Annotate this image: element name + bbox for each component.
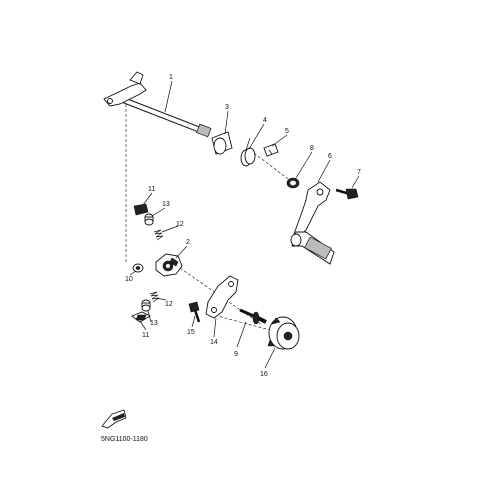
torsion-spring — [240, 137, 256, 167]
callout-4: 4 — [263, 117, 267, 124]
stopper-plate — [205, 275, 239, 319]
segment-bolt — [239, 308, 267, 325]
drawing-code: 5NG1100-1180 — [101, 436, 148, 443]
callout-16: 16 — [260, 371, 268, 378]
callout-1: 1 — [169, 74, 173, 81]
shift-shaft — [103, 71, 212, 138]
pedal-bolt — [335, 188, 359, 200]
clip-lower — [131, 311, 151, 323]
stopper-bolt — [188, 301, 201, 323]
callout-2: 2 — [186, 239, 190, 246]
roller-lower — [141, 299, 151, 312]
clip-upper — [133, 203, 149, 216]
callout-8: 8 — [310, 145, 314, 152]
collar — [211, 131, 233, 155]
spring-lower — [149, 291, 160, 303]
washer — [132, 263, 144, 273]
callout-11-lower: 11 — [142, 332, 149, 339]
front-arrow-icon — [101, 409, 127, 429]
callout-10: 10 — [125, 276, 133, 283]
callout-6: 6 — [328, 153, 332, 160]
callout-12-upper: 12 — [176, 221, 184, 228]
callout-13-upper: 13 — [162, 201, 170, 208]
callout-5: 5 — [285, 128, 289, 135]
callout-7: 7 — [357, 169, 361, 176]
roller-upper — [144, 213, 154, 226]
callout-11-upper: 11 — [148, 186, 155, 193]
leader-lines — [129, 80, 360, 369]
callout-9: 9 — [234, 351, 238, 358]
oil-seal — [286, 177, 300, 189]
shift-lever — [155, 253, 183, 277]
shift-pedal — [290, 181, 335, 265]
callout-3: 3 — [225, 104, 229, 111]
pin — [263, 143, 279, 157]
callout-13-lower: 13 — [150, 320, 158, 327]
callout-14: 14 — [210, 339, 218, 346]
callout-12-lower: 12 — [165, 301, 173, 308]
callout-15: 15 — [187, 329, 195, 336]
spring-upper — [153, 229, 164, 241]
callout-numbers: 1 3 4 5 8 6 7 11 13 12 2 10 12 13 11 15 … — [125, 74, 361, 378]
shift-drum-segment — [267, 316, 300, 350]
